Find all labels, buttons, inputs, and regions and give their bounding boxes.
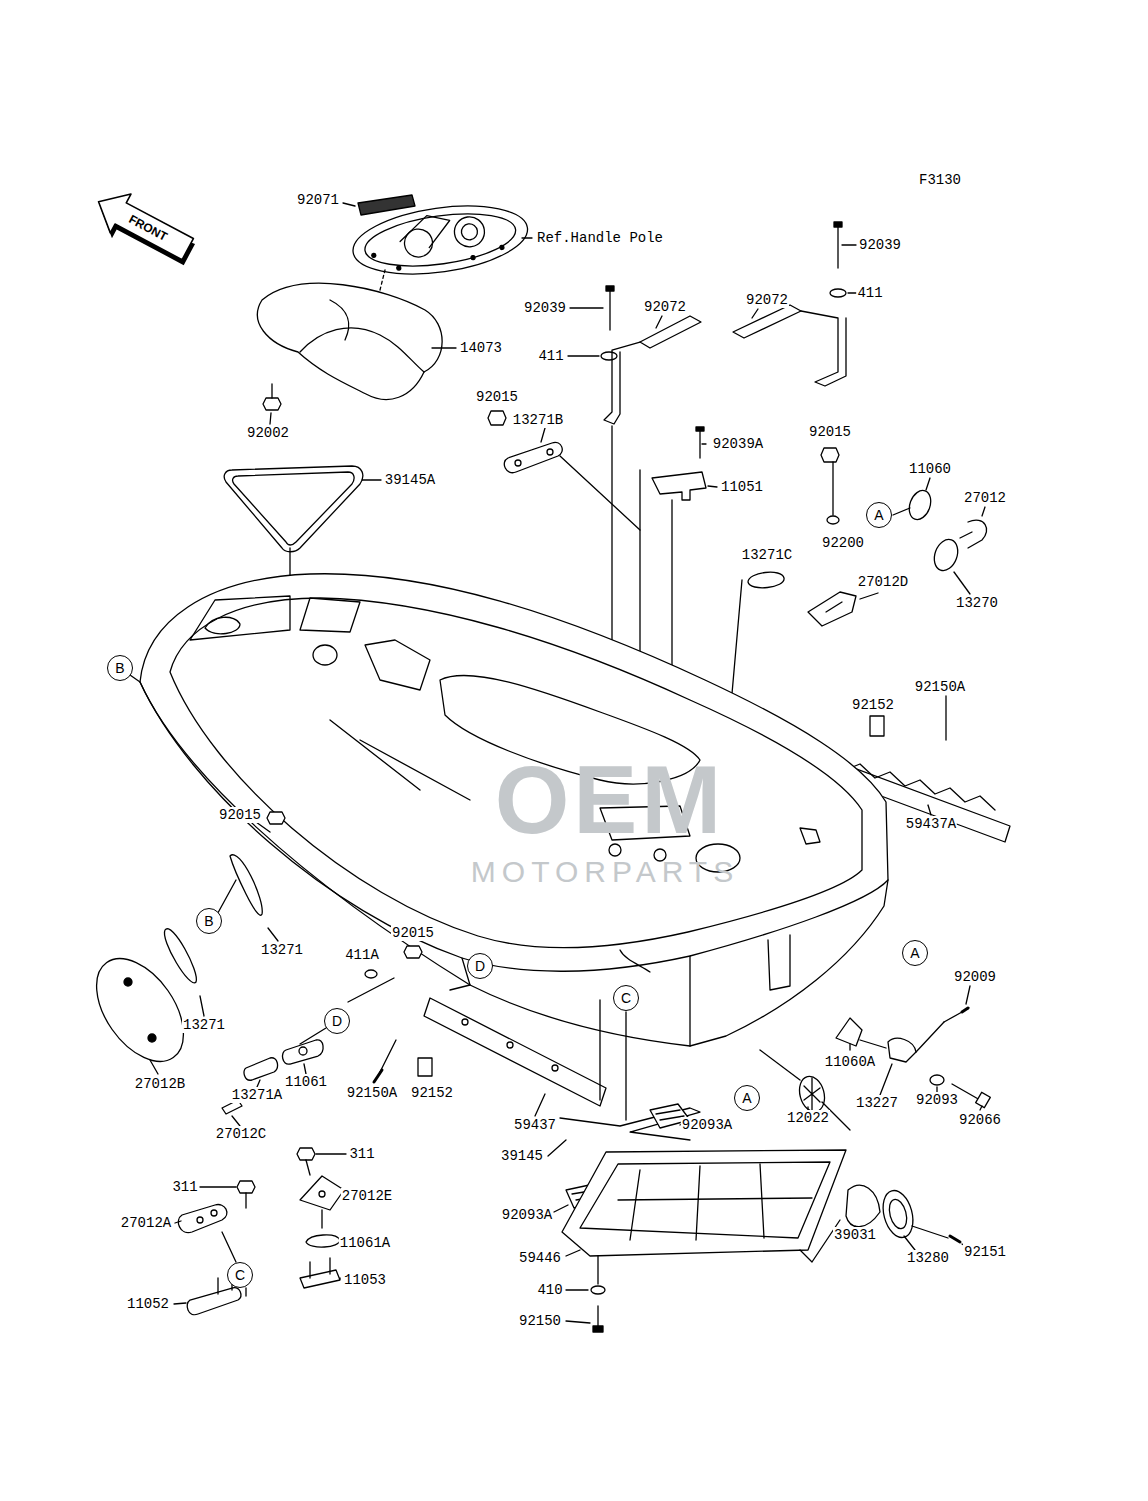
callout-number: 14073: [459, 340, 503, 356]
callout-number: 92039A: [712, 436, 764, 452]
callout-number: 92071: [296, 192, 340, 208]
reference-letter: A: [910, 945, 919, 961]
callout-number: 92093: [915, 1092, 959, 1108]
reference-letter: D: [475, 958, 485, 974]
callout-number: 39145A: [384, 472, 436, 488]
reference-circle: D: [467, 953, 493, 979]
callout-number: 92152: [851, 697, 895, 713]
callout-number: 92150: [518, 1313, 562, 1329]
callout-number: 411: [537, 348, 564, 364]
callout-number: 410: [536, 1282, 563, 1298]
watermark: OEM: [494, 750, 727, 850]
callout-number: 92072: [643, 299, 687, 315]
callout-number: 411A: [344, 947, 380, 963]
callout-number: 13227: [855, 1095, 899, 1111]
callout-number: 92009: [953, 969, 997, 985]
callout-number: 27012A: [120, 1215, 172, 1231]
drawing-code: F3130: [918, 172, 962, 188]
callout-number: 11053: [343, 1272, 387, 1288]
reference-letter: A: [874, 507, 883, 523]
callout-number: 11052: [126, 1296, 170, 1312]
callout-number: 59437: [513, 1117, 557, 1133]
callout-number: 13270: [955, 595, 999, 611]
callout-number: 311: [171, 1179, 198, 1195]
callout-number: 92150A: [914, 679, 966, 695]
callout-number: 92039: [523, 300, 567, 316]
callout-number: 11060: [908, 461, 952, 477]
callout-number: 39145: [500, 1148, 544, 1164]
callout-number: 92072: [745, 292, 789, 308]
callout-number: 13271A: [231, 1087, 283, 1103]
reference-circle: C: [613, 985, 639, 1011]
callout-number: 92015: [475, 389, 519, 405]
callout-number: 92015: [391, 925, 435, 941]
callout-number: 13271C: [741, 547, 793, 563]
callout-number: 27012: [963, 490, 1007, 506]
reference-note: Ref.Handle Pole: [536, 230, 664, 246]
callout-number: 92200: [821, 535, 865, 551]
callout-number: 13271: [260, 942, 304, 958]
callout-number: 92152: [410, 1085, 454, 1101]
callout-number: 411: [856, 285, 883, 301]
reference-letter: C: [235, 1267, 245, 1283]
callout-number: 13280: [906, 1250, 950, 1266]
reference-letter: B: [115, 660, 124, 676]
callout-number: 11061A: [339, 1235, 391, 1251]
callout-number: 92015: [218, 807, 262, 823]
callout-number: 27012C: [215, 1126, 267, 1142]
callout-number: 92093A: [681, 1117, 733, 1133]
callout-number: 92093A: [501, 1207, 553, 1223]
reference-circle: A: [902, 940, 928, 966]
callout-number: 13271B: [512, 412, 564, 428]
callout-number: 92151: [963, 1244, 1007, 1260]
reference-circle: D: [324, 1008, 350, 1034]
reference-circle: B: [196, 908, 222, 934]
callout-number: 27012E: [341, 1188, 393, 1204]
callout-number: 59437A: [905, 816, 957, 832]
watermark: MOTORPARTS: [470, 855, 740, 889]
callout-number: 92002: [246, 425, 290, 441]
reference-circle: C: [227, 1262, 253, 1288]
callout-number: 11061: [284, 1074, 328, 1090]
callout-number: 11051: [720, 479, 764, 495]
callout-number: 92015: [808, 424, 852, 440]
reference-letter: C: [621, 990, 631, 1006]
callout-number: 13271: [182, 1017, 226, 1033]
reference-letter: D: [332, 1013, 342, 1029]
callout-number: 92150A: [346, 1085, 398, 1101]
callout-number: 311: [348, 1146, 375, 1162]
reference-letter: B: [204, 913, 213, 929]
callout-number: 92066: [958, 1112, 1002, 1128]
reference-circle: A: [866, 502, 892, 528]
callout-number: 27012B: [134, 1076, 186, 1092]
callout-number: 39031: [833, 1227, 877, 1243]
reference-circle: A: [734, 1085, 760, 1111]
reference-circle: B: [107, 655, 133, 681]
callout-number: 59446: [518, 1250, 562, 1266]
reference-letter: A: [742, 1090, 751, 1106]
callout-number: 11060A: [824, 1054, 876, 1070]
callout-number: 12022: [786, 1110, 830, 1126]
callout-number: 27012D: [857, 574, 909, 590]
callout-number: 92039: [858, 237, 902, 253]
